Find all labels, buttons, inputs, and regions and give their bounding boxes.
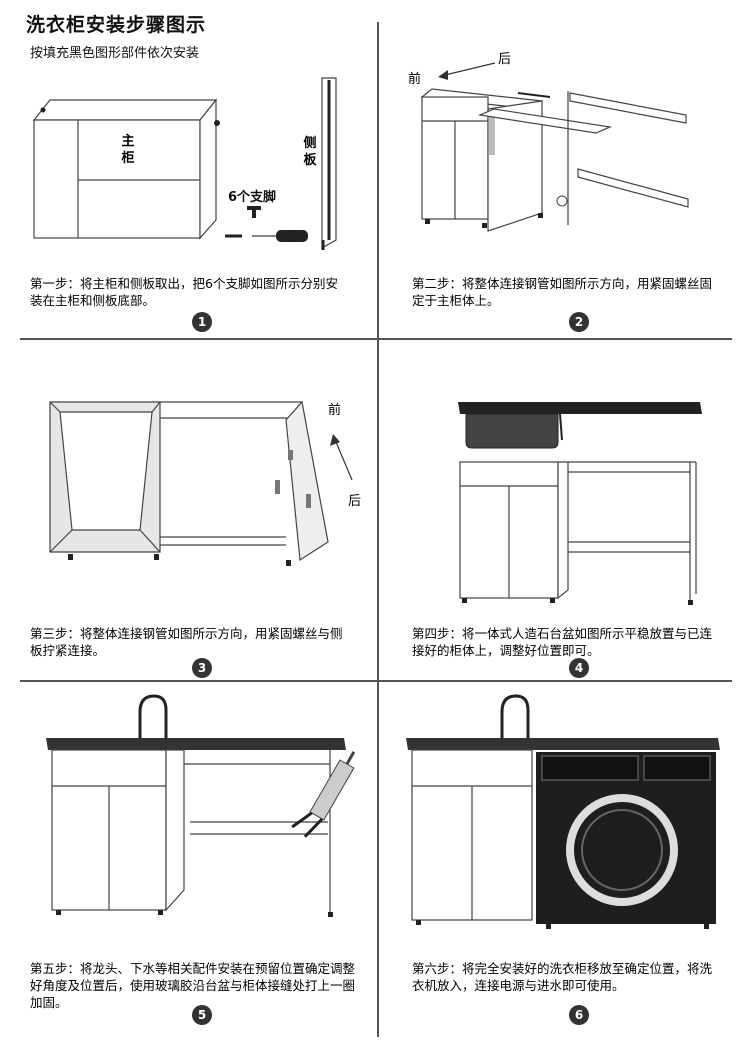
legs-label: 6个支脚 — [228, 190, 277, 205]
main-cabinet-label-2: 柜 — [120, 150, 134, 166]
step1-illustration: 主 柜 侧 板 — [32, 77, 337, 250]
front-label-3: 前 — [328, 402, 341, 418]
step5-number: 5 — [192, 1005, 212, 1025]
side-panel-label-1: 侧 — [303, 135, 316, 151]
front-label-2: 前 — [408, 71, 421, 87]
back-label-3: 后 — [348, 494, 361, 509]
step3-number: 3 — [192, 658, 212, 678]
step4-illustration — [458, 402, 702, 605]
main-cabinet — [32, 98, 218, 240]
step1-text: 第一步：将主柜和侧板取出，把6个支脚如图所示分别安装在主柜和侧板底部。 — [30, 276, 338, 308]
panel-divider-vertical — [377, 22, 379, 1037]
step2-number: 2 — [569, 312, 589, 332]
leg-parts — [225, 206, 325, 250]
step6-illustration — [406, 694, 720, 929]
step2-illustration: 前 后 — [408, 52, 689, 232]
step6-text: 第六步：将完全安装好的洗衣柜移放至确定位置，将洗衣机放入，连接电源与进水即可使用… — [412, 961, 713, 993]
panel-divider-row2 — [20, 680, 732, 682]
page-subtitle: 按填充黑色图形部件依次安装 — [30, 46, 200, 61]
step2-text: 第二步：将整体连接钢管如图所示方向，用紧固螺丝固定于主柜体上。 — [412, 276, 713, 308]
step3-text: 第三步：将整体连接钢管如图所示方向，用紧固螺丝与侧板拧紧连接。 — [30, 626, 343, 658]
back-label-2: 后 — [498, 52, 511, 67]
side-panel-label-2: 板 — [303, 152, 317, 168]
step6-number: 6 — [569, 1005, 589, 1025]
caulking-gun — [291, 751, 356, 838]
step4-number: 4 — [569, 658, 589, 678]
side-panel — [321, 77, 337, 250]
step4-text: 第四步：将一体式人造石台盆如图所示平稳放置与已连接好的柜体上，调整好位置即可。 — [412, 626, 713, 658]
panel-divider-row1 — [20, 338, 732, 340]
step5-text: 第五步：将龙头、下水等相关配件安装在预留位置确定调整好角度及位置后，使用玻璃胶沿… — [30, 961, 356, 1010]
step1-number: 1 — [192, 312, 212, 332]
step5-illustration — [46, 694, 356, 917]
main-cabinet-label-1: 主 — [121, 133, 134, 149]
page-title: 洗衣柜安装步骤图示 — [26, 14, 207, 36]
step3-illustration: 前 后 — [49, 400, 361, 566]
